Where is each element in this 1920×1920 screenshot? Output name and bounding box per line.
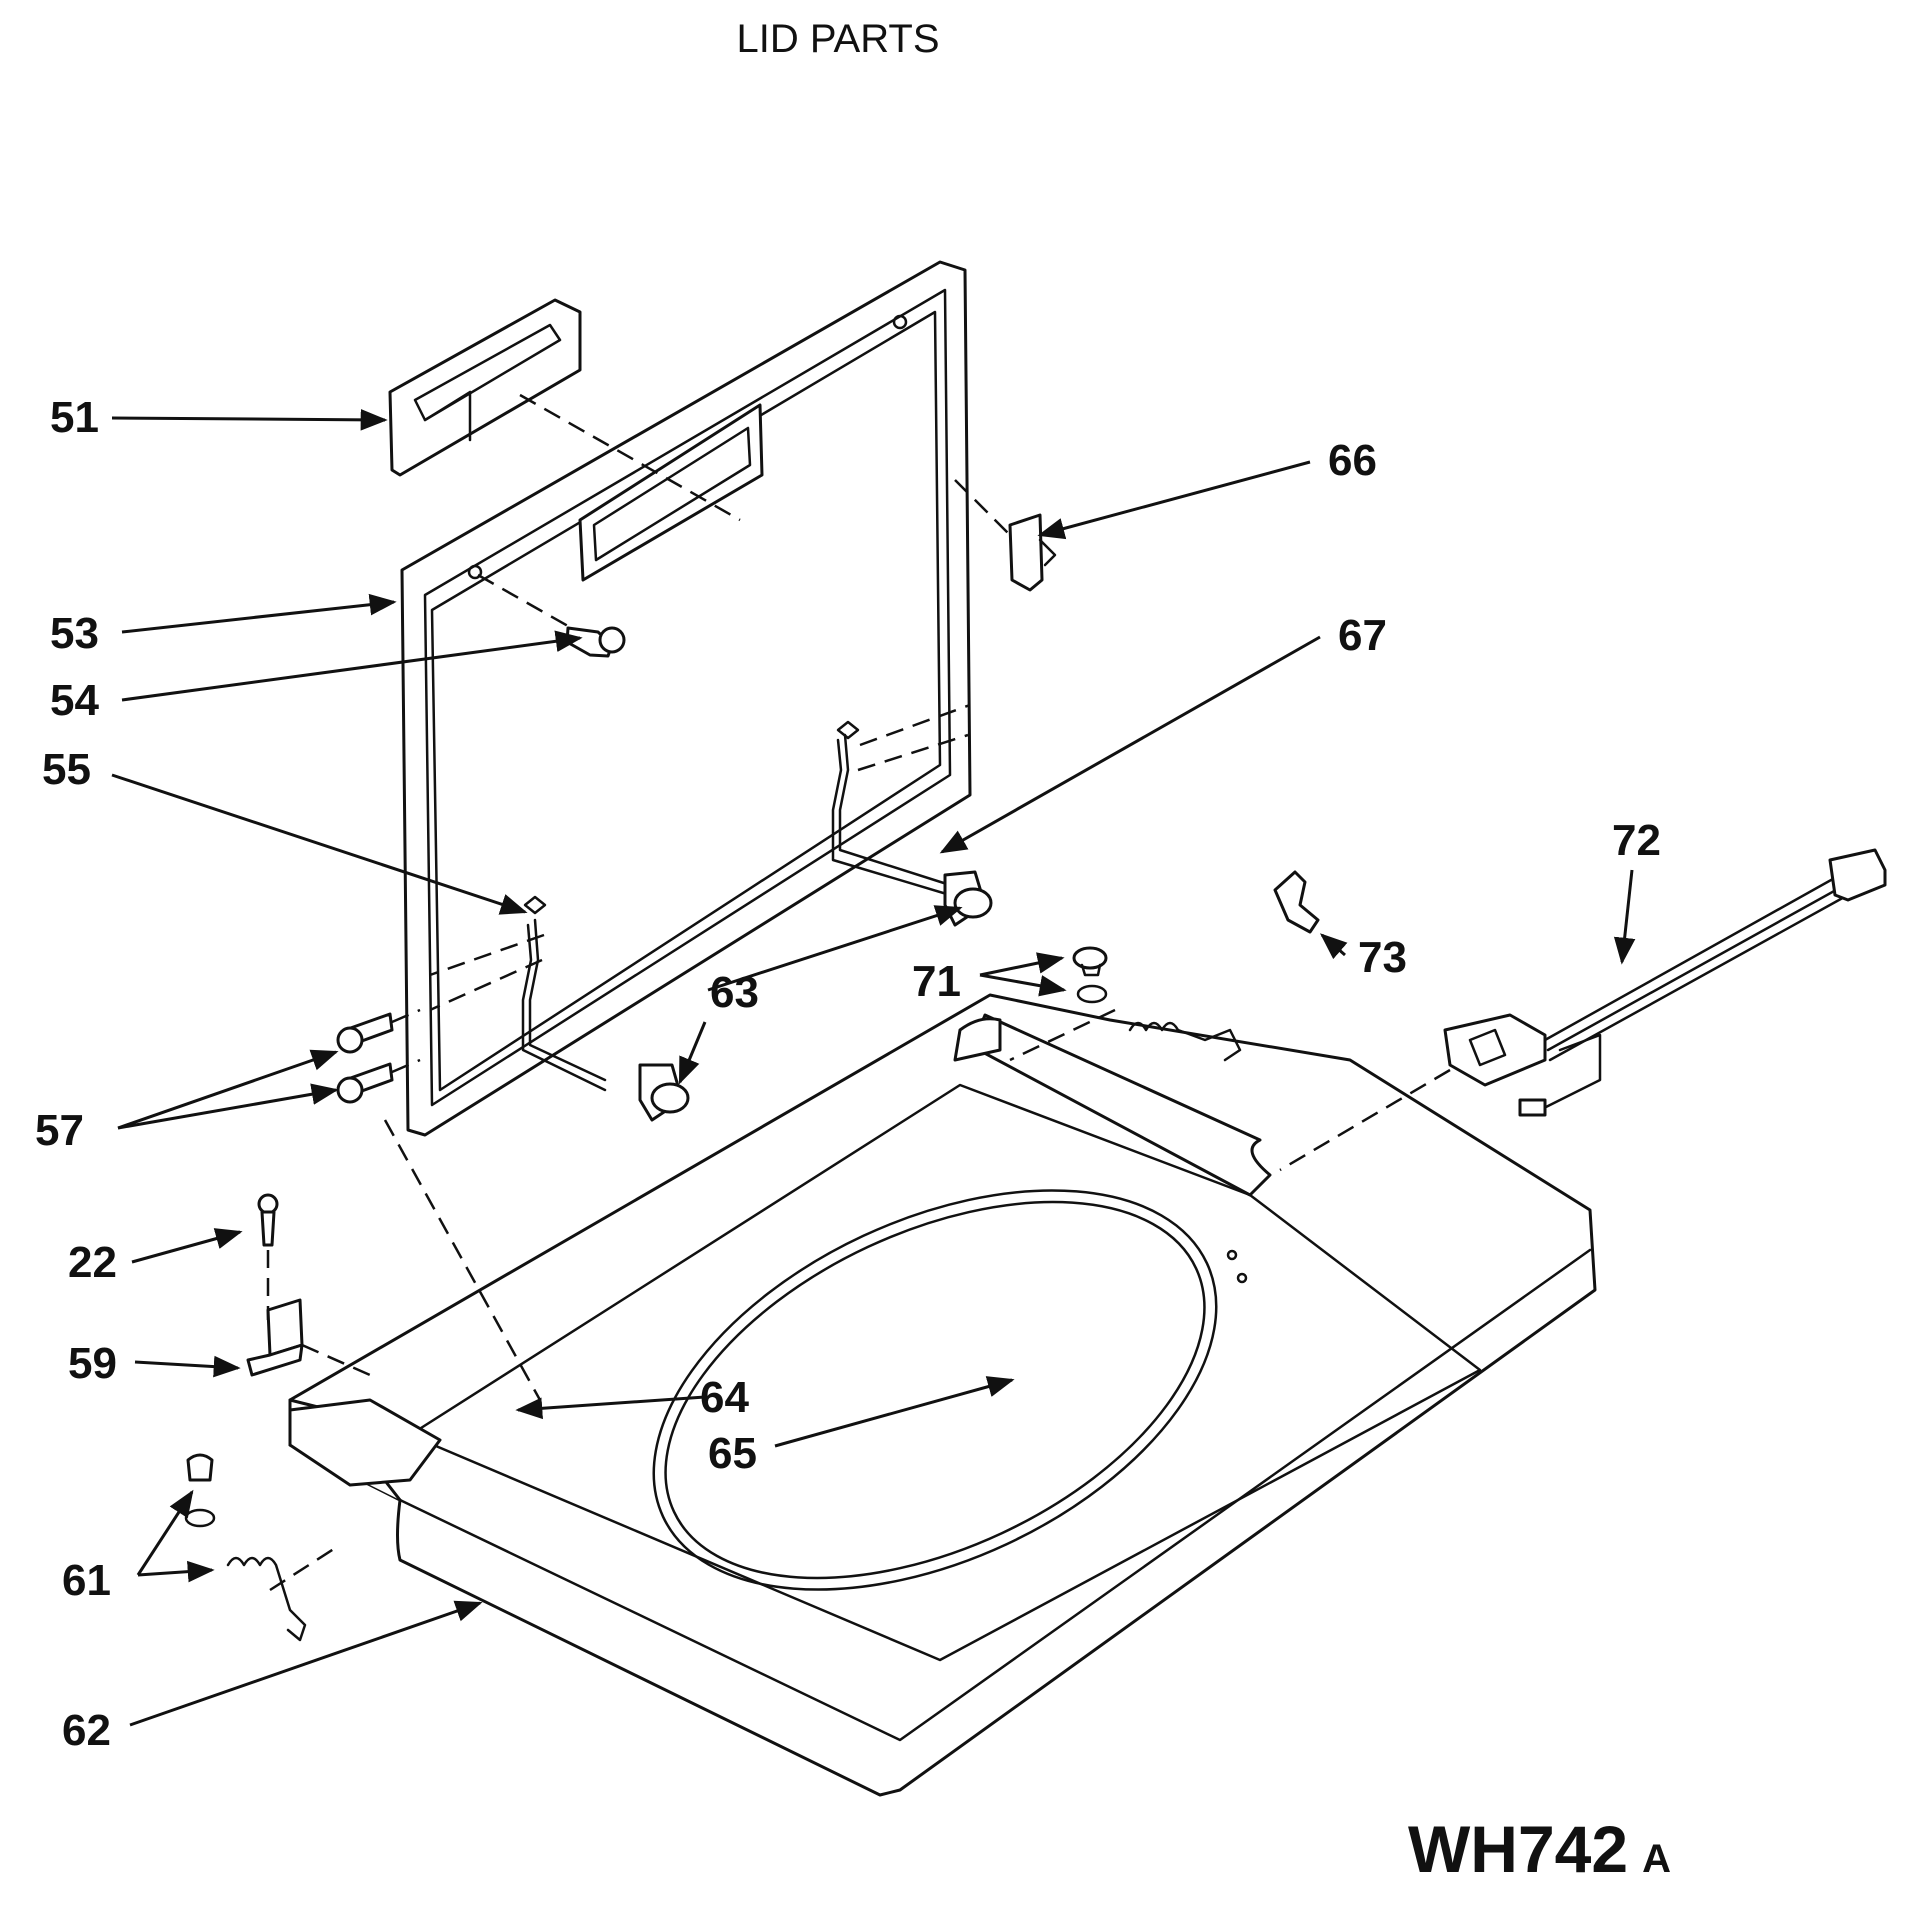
callout-62: 62 (62, 1706, 111, 1755)
callout-22: 22 (68, 1238, 117, 1287)
callout-67: 67 (1338, 611, 1387, 660)
lid-frame-part-53 (400, 260, 972, 1137)
diagram-code-suffix: A (1642, 1837, 1671, 1881)
callout-57: 57 (35, 1106, 84, 1155)
lid-switch-harness-part-72 (1443, 848, 1887, 1117)
callout-66: 66 (1328, 436, 1377, 485)
callout-54: 54 (50, 676, 99, 725)
callout-71: 71 (912, 957, 961, 1006)
callout-61: 61 (62, 1556, 111, 1605)
clip-part-73 (1273, 870, 1320, 934)
hinge-assembly-parts-55-63-67 (521, 720, 993, 1122)
spring-and-plug-part-71 (1072, 946, 1242, 1062)
diagram-code: WH742 A (1408, 1812, 1671, 1886)
callout-72: 72 (1612, 816, 1661, 865)
callout-53: 53 (50, 609, 99, 658)
latch-bracket-part-66 (1008, 513, 1057, 592)
callout-55: 55 (42, 745, 91, 794)
left-hardware-parts-22-59-61 (184, 1193, 307, 1642)
screws-part-57 (336, 1012, 394, 1104)
callout-65: 65 (708, 1429, 757, 1478)
leader-lines (111, 409, 1636, 1727)
top-panel-part-62 (288, 993, 1597, 1797)
callout-73: 73 (1358, 933, 1407, 982)
diagram-code-main: WH742 (1408, 1812, 1628, 1886)
page-title: LID PARTS (736, 17, 939, 61)
lid-handle-part-51 (388, 298, 582, 477)
callout-64: 64 (700, 1373, 749, 1422)
callout-59: 59 (68, 1339, 117, 1388)
callout-63: 63 (710, 968, 759, 1017)
callout-labels: 51 53 54 55 57 22 59 61 62 63 64 65 66 6… (35, 393, 1661, 1755)
callout-51: 51 (50, 393, 99, 442)
assembly-lines (266, 393, 1451, 1592)
